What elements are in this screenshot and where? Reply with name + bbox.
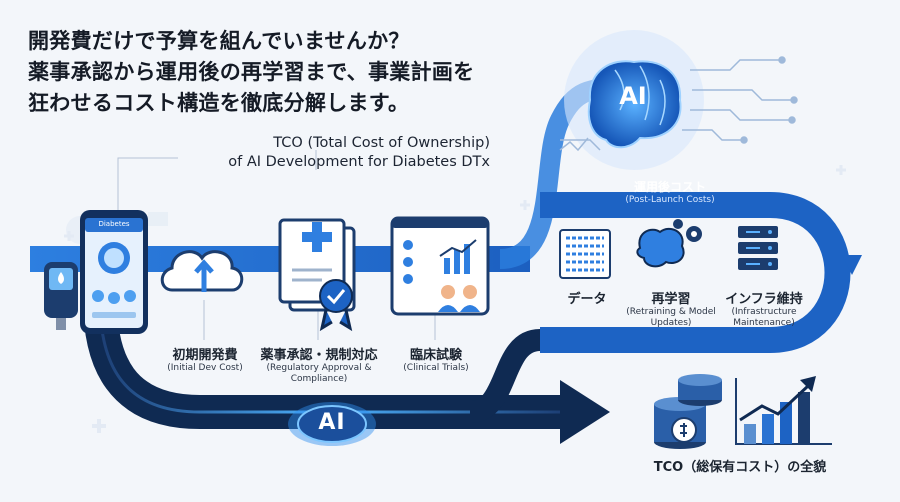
ai-badge [297,405,367,443]
result-title: TCO（総保有コスト）の全貌 [653,460,827,475]
brain-ai-label: AI [619,82,647,110]
flow-ai-label: AI [318,410,346,435]
headline-line-3: 狂わせるコスト構造を徹底分解します。 [28,91,410,115]
result-label: TCO（総保有コスト）の全貌 [630,456,850,475]
stage-clinical-trials: 臨床試験 (Clinical Trials) [384,344,488,374]
phone-icon [80,210,148,334]
retraining-icon [636,219,702,268]
growth-chart-icon [735,376,832,445]
glucose-meter-icon [44,262,78,330]
post-item-retraining: 再学習 (Retraining & Model Updates) [626,288,716,329]
clinical-trials-icon [390,216,490,316]
loop-arrow-head [842,255,862,275]
data-icon [559,229,611,279]
diagram-title-line-2: of AI Development for Diabetes DTx [228,154,490,170]
post-item-sub: (Infrastructure Maintenance) [731,307,797,328]
callout-lines [117,150,436,340]
post-item-sub: (Retraining & Model Updates) [626,307,716,328]
post-launch-title: 運用後コスト [633,180,706,194]
stage-label: 初期開発費 [172,348,238,363]
post-item-label: データ [567,292,607,307]
server-icon [738,226,778,270]
stage-sub-label: (Regulatory Approval & Compliance) [266,363,372,384]
bottom-arrow-head [560,380,610,444]
stage-label: 薬事承認・規制対応 [260,348,378,363]
post-launch-loop [540,192,851,353]
brain-icon [564,30,704,170]
stage-regulatory: 薬事承認・規制対応 (Regulatory Approval & Complia… [252,344,386,385]
headline-line-2: 薬事承認から運用後の再学習まで、事業計画を [28,60,475,84]
stage-sub-label: (Initial Dev Cost) [167,363,243,373]
post-item-label: 再学習 [651,292,691,307]
headline-line-1: 開発費だけで予算を組んでいませんか？ [28,29,410,53]
stage-sub-label: (Clinical Trials) [403,363,469,373]
phone-app-title: Diabetes [98,220,130,228]
post-item-data: データ [552,288,622,307]
stage-initial-dev: 初期開発費 (Initial Dev Cost) [150,344,260,374]
post-item-label: インフラ維持 [725,292,803,307]
coins-icon [654,374,722,449]
post-item-infrastructure: インフラ維持 (Infrastructure Maintenance) [714,288,814,329]
post-launch-sub: (Post-Launch Costs) [625,195,715,205]
cloud-upload-icon [160,250,244,292]
loop-connector [468,329,542,423]
stage-label: 臨床試験 [409,348,462,363]
regulatory-document-icon [278,218,356,332]
headline: 開発費だけで予算を組んでいませんか？ 薬事承認から運用後の再学習まで、事業計画を… [28,26,474,119]
circuit-lines [559,56,798,152]
diagram-title-line-1: TCO (Total Cost of Ownership) [273,135,490,151]
post-launch-label: 運用後コスト (Post-Launch Costs) [590,178,750,205]
diagram-title: TCO (Total Cost of Ownership) of AI Deve… [180,134,490,172]
